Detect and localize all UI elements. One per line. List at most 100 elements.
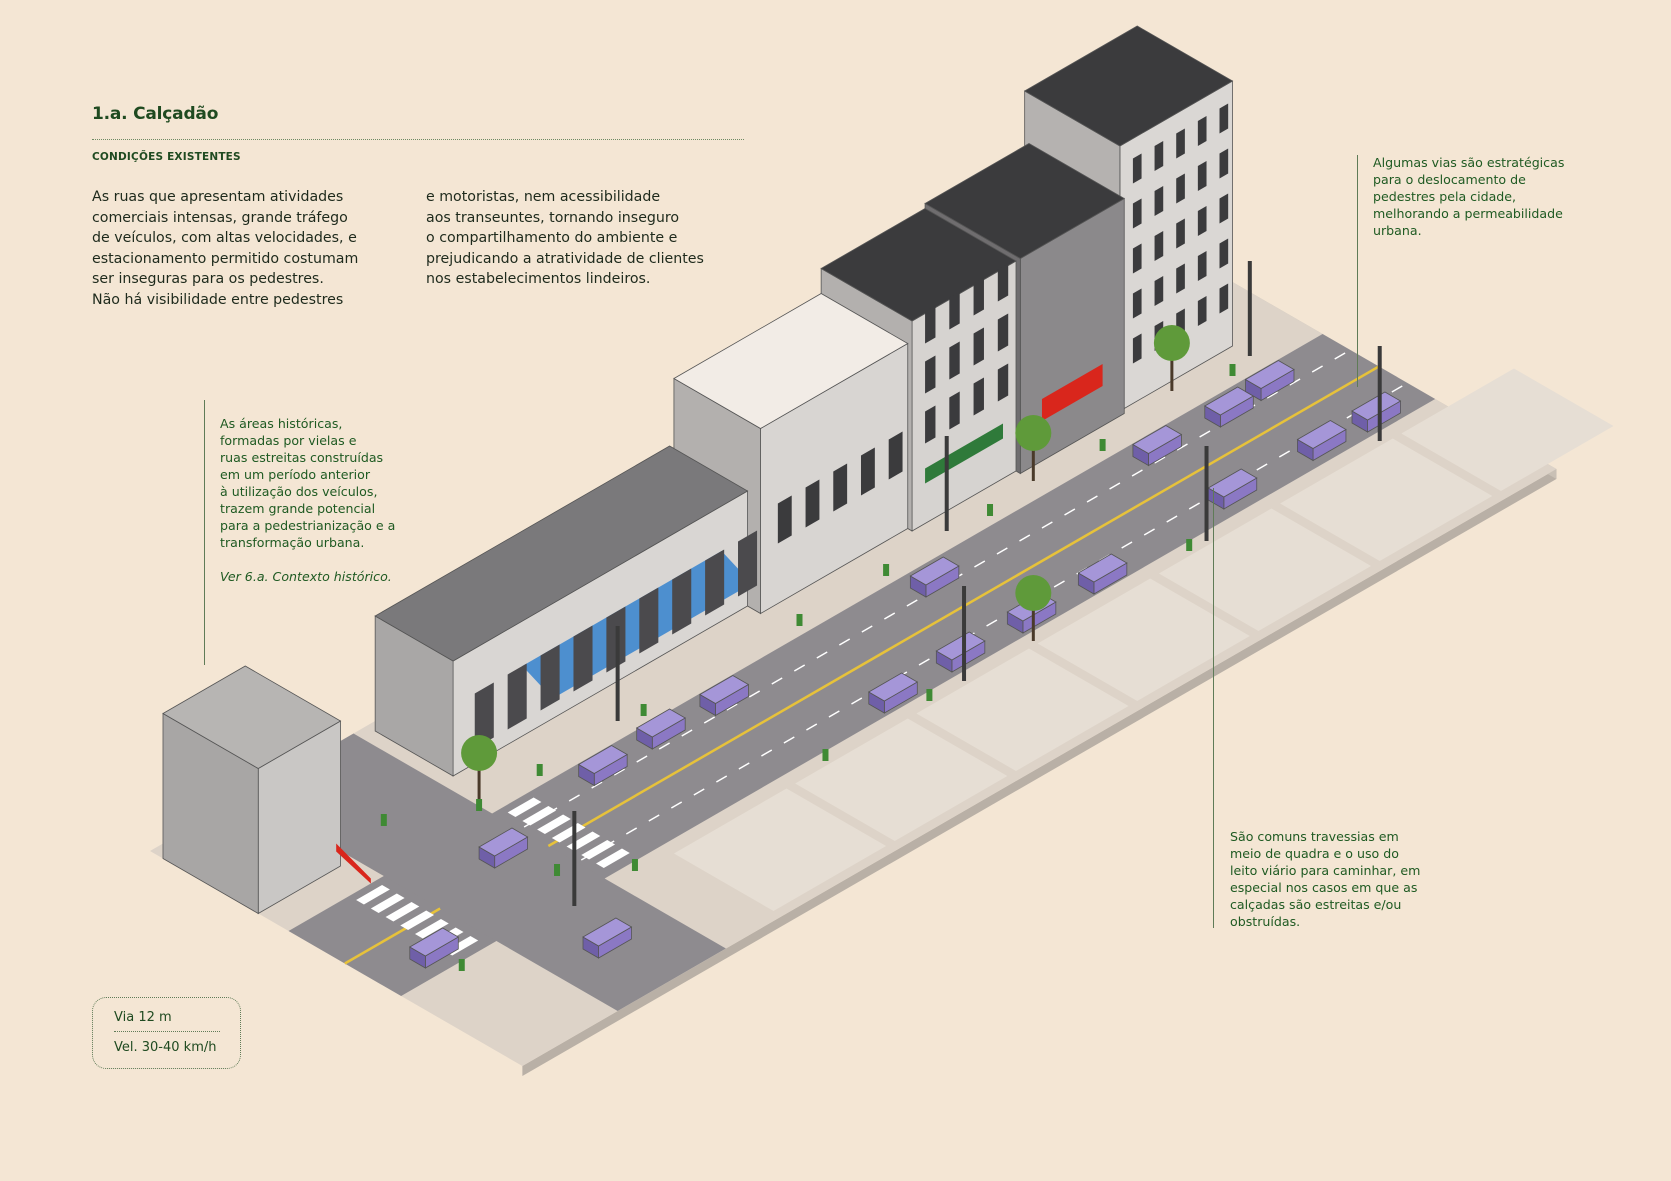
window [949,391,960,430]
pedestrian [822,749,829,761]
car-roof [1077,553,1128,583]
window [925,405,936,444]
window [1132,198,1142,229]
window [1176,218,1185,249]
window [777,495,792,544]
car-roof [909,556,960,586]
historic-leader-line [204,400,205,665]
pedestrian [1099,439,1106,451]
pedestrian [1186,539,1193,551]
window [1197,206,1207,236]
red-canopy [336,843,371,884]
pedestrian [536,764,543,776]
window [949,291,960,330]
plaza-paving [1158,508,1372,631]
page-title: 1.a. Calçadão [92,104,219,124]
car-roof [935,631,986,661]
street-specs-box: Via 12 m Vel. 30-40 km/h [92,997,241,1069]
car-roof [478,827,529,857]
ground-slab-edge [522,469,1557,1076]
car-roof [582,917,633,947]
historic-house-roof [162,665,342,769]
arch-window [573,625,593,692]
car-roof [1351,391,1402,421]
crossings-leader-line [1213,488,1214,928]
window [973,327,984,366]
window [1132,243,1142,274]
window [1219,193,1229,224]
window [1197,251,1207,281]
crosswalk-stripe [414,919,449,939]
window [997,313,1009,352]
window [997,263,1009,302]
pedestrian [926,689,933,701]
arch-window [507,663,527,730]
annotation-historic-text: As áreas históricas, formadas por vielas… [220,416,396,550]
car-roof [1207,468,1258,498]
window [1154,186,1164,216]
street-speed: Vel. 30-40 km/h [114,1040,217,1055]
window [973,277,984,316]
window [1132,333,1142,364]
car-roof [635,708,686,738]
crosswalk-stripe [507,797,542,817]
crosswalk-stripe [385,902,420,922]
crosswalk-stripe [370,893,405,913]
plaza-paving [795,718,1008,841]
window [1219,283,1229,314]
gray-building-roof [820,208,1017,322]
tree [1015,575,1052,611]
window [1219,103,1229,134]
window [860,447,875,496]
crosswalk-stripe [537,814,571,834]
pedestrian [476,799,483,811]
pedestrian [987,504,994,516]
lane-marking [580,382,1408,861]
window [949,341,960,380]
plaza-paving [1280,438,1493,561]
window [1132,288,1142,319]
tree [1015,415,1052,451]
car-roof [409,927,460,957]
plaza-paving [1401,368,1614,491]
tree [1153,325,1190,361]
arch-window [672,568,692,635]
window [1197,116,1207,146]
window [833,463,848,512]
car-roof [867,672,919,702]
window [1219,148,1229,179]
crosswalk-stripe [551,823,586,843]
pedestrian [380,814,387,826]
crosswalk-stripe [581,840,616,860]
window [1154,276,1164,306]
window [1219,238,1229,269]
arcaded-building-roof [374,445,749,662]
window [1154,231,1164,261]
annotation-historic-reference: Ver 6.a. Contexto histórico. [220,569,392,584]
window [1176,173,1185,204]
crosswalk-stripe [522,806,557,826]
pedestrian [1229,364,1236,376]
window [1197,296,1207,326]
car-roof [1244,360,1295,389]
window [1176,128,1185,159]
car-roof [1296,420,1347,449]
annotation-strategic: Algumas vias são estratégicas para o des… [1373,155,1565,238]
window [925,355,936,394]
plaza-paving [1037,578,1250,701]
title-divider [92,139,744,140]
crosswalk-stripe [400,910,435,930]
window [973,377,984,416]
arch-window [639,587,659,654]
arch-window [705,549,725,616]
annotation-crossings: São comuns travessias em meio de quadra … [1230,829,1421,929]
street-width: Via 12 m [114,1010,172,1025]
pedestrian [458,959,465,971]
window [925,305,936,344]
pedestrian [883,564,890,576]
window [888,431,903,480]
arch-window [474,682,494,749]
plaza-paving [916,648,1129,771]
pedestrian [631,859,638,871]
